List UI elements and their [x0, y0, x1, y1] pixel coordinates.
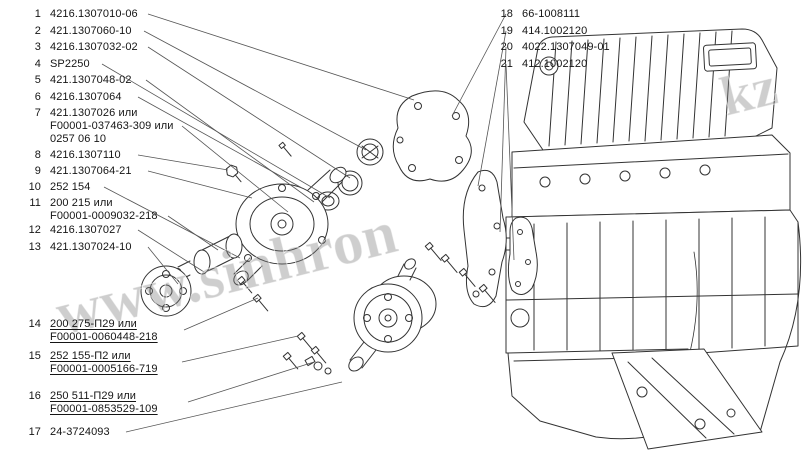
callout-number: 9	[34, 165, 41, 177]
part-number: 4216.1307010-06	[50, 8, 138, 20]
callout-number: 10	[28, 181, 41, 193]
callout-number: 15	[28, 350, 41, 362]
part-number: 421.1307026 или F00001-037463-309 или 02…	[50, 107, 174, 145]
part-number: 412.1002120	[522, 58, 588, 70]
part-number: 421.1307024-10	[50, 241, 132, 253]
part-number: 421.1307060-10	[50, 25, 132, 37]
part-number: 24-3724093	[50, 426, 110, 438]
plug-fitting	[225, 164, 242, 183]
callout-13: 13 421.1307024-10	[24, 241, 132, 254]
valve-cover	[523, 28, 778, 151]
water-pump-front	[233, 166, 347, 286]
callout-20: 20 4022.1307049-01	[496, 41, 610, 54]
callout-9: 9 421.1307064-21	[24, 165, 132, 178]
cylinder-block	[497, 209, 802, 433]
thermostat	[356, 138, 384, 166]
engine-art	[497, 28, 802, 450]
callout-11: 11 200 215 или F00001-0009032-218	[24, 197, 158, 223]
part-number: 421.1307064-21	[50, 165, 132, 177]
part-number: 252 155-П2 или F00001-0005166-719	[50, 350, 158, 375]
callout-17: 17 24-3724093	[24, 426, 110, 439]
callout-number: 19	[500, 25, 513, 37]
part-number: 66-1008111	[522, 8, 581, 20]
callout-number: 6	[34, 91, 41, 103]
mount-bracket	[611, 348, 763, 450]
front-gasket-large	[462, 169, 507, 308]
callout-1: 1 4216.1307010-06	[24, 8, 138, 21]
callout-2: 2 421.1307060-10	[24, 25, 132, 38]
callout-number: 13	[28, 241, 41, 253]
callout-number: 17	[28, 426, 41, 438]
callout-21: 21 412.1002120	[496, 58, 588, 71]
callout-16: 16 250 511-П29 или F00001-0853529-109	[24, 390, 158, 416]
callout-19: 19 414.1002120	[496, 25, 588, 38]
water-pump-rear	[348, 258, 437, 372]
part-number: 4216.1307064	[50, 91, 122, 103]
part-number: SP2250	[50, 58, 90, 70]
callout-number: 12	[28, 224, 41, 236]
part-number: 200 275-П29 или F00001-0060448-218	[50, 318, 158, 343]
clamp-parts	[304, 355, 332, 375]
callout-8: 8 4216.1307110	[24, 149, 121, 162]
part-number: 421.1307048-02	[50, 74, 132, 86]
callout-15: 15 252 155-П2 или F00001-0005166-719	[24, 350, 158, 376]
front-gasket-small	[507, 216, 538, 295]
pump-gasket	[392, 90, 472, 182]
part-number: 414.1002120	[522, 25, 588, 37]
cylinder-head	[511, 134, 791, 218]
callout-number: 16	[28, 390, 41, 402]
callout-14: 14 200 275-П29 или F00001-0060448-218	[24, 318, 158, 344]
part-number: 4022.1307049-01	[522, 41, 610, 53]
callout-number: 21	[500, 58, 513, 70]
callout-number: 4	[34, 58, 41, 70]
callout-18: 18 66-1008111	[496, 8, 580, 21]
part-number: 4216.1307027	[50, 224, 122, 236]
leader-lines	[101, 13, 515, 433]
dipstick-tube	[689, 251, 698, 353]
hub-flange	[140, 265, 192, 317]
exploded-parts	[140, 90, 538, 375]
callout-10: 10 252 154	[24, 181, 91, 194]
callout-number: 11	[29, 197, 41, 209]
callout-number: 14	[28, 318, 41, 330]
part-number: 4216.1307032-02	[50, 41, 138, 53]
callout-number: 1	[34, 8, 41, 20]
callout-12: 12 4216.1307027	[24, 224, 122, 237]
callout-number: 5	[34, 74, 41, 86]
part-number: 252 154	[50, 181, 91, 193]
callout-number: 20	[500, 41, 513, 53]
callout-number: 3	[34, 41, 41, 53]
callout-4: 4 SP2250	[24, 58, 90, 71]
part-number: 4216.1307110	[50, 149, 121, 161]
callout-number: 2	[34, 25, 41, 37]
callout-3: 3 4216.1307032-02	[24, 41, 138, 54]
callout-number: 7	[34, 107, 41, 119]
callout-7: 7 421.1307026 или F00001-037463-309 или 0…	[24, 107, 174, 146]
breather-cap	[539, 56, 559, 76]
callout-number: 18	[500, 8, 513, 20]
bolts-group	[236, 141, 496, 370]
callout-number: 8	[34, 149, 41, 161]
callout-5: 5 421.1307048-02	[24, 74, 132, 87]
part-number: 200 215 или F00001-0009032-218	[50, 197, 158, 222]
callout-6: 6 4216.1307064	[24, 91, 122, 104]
part-number: 250 511-П29 или F00001-0853529-109	[50, 390, 158, 415]
